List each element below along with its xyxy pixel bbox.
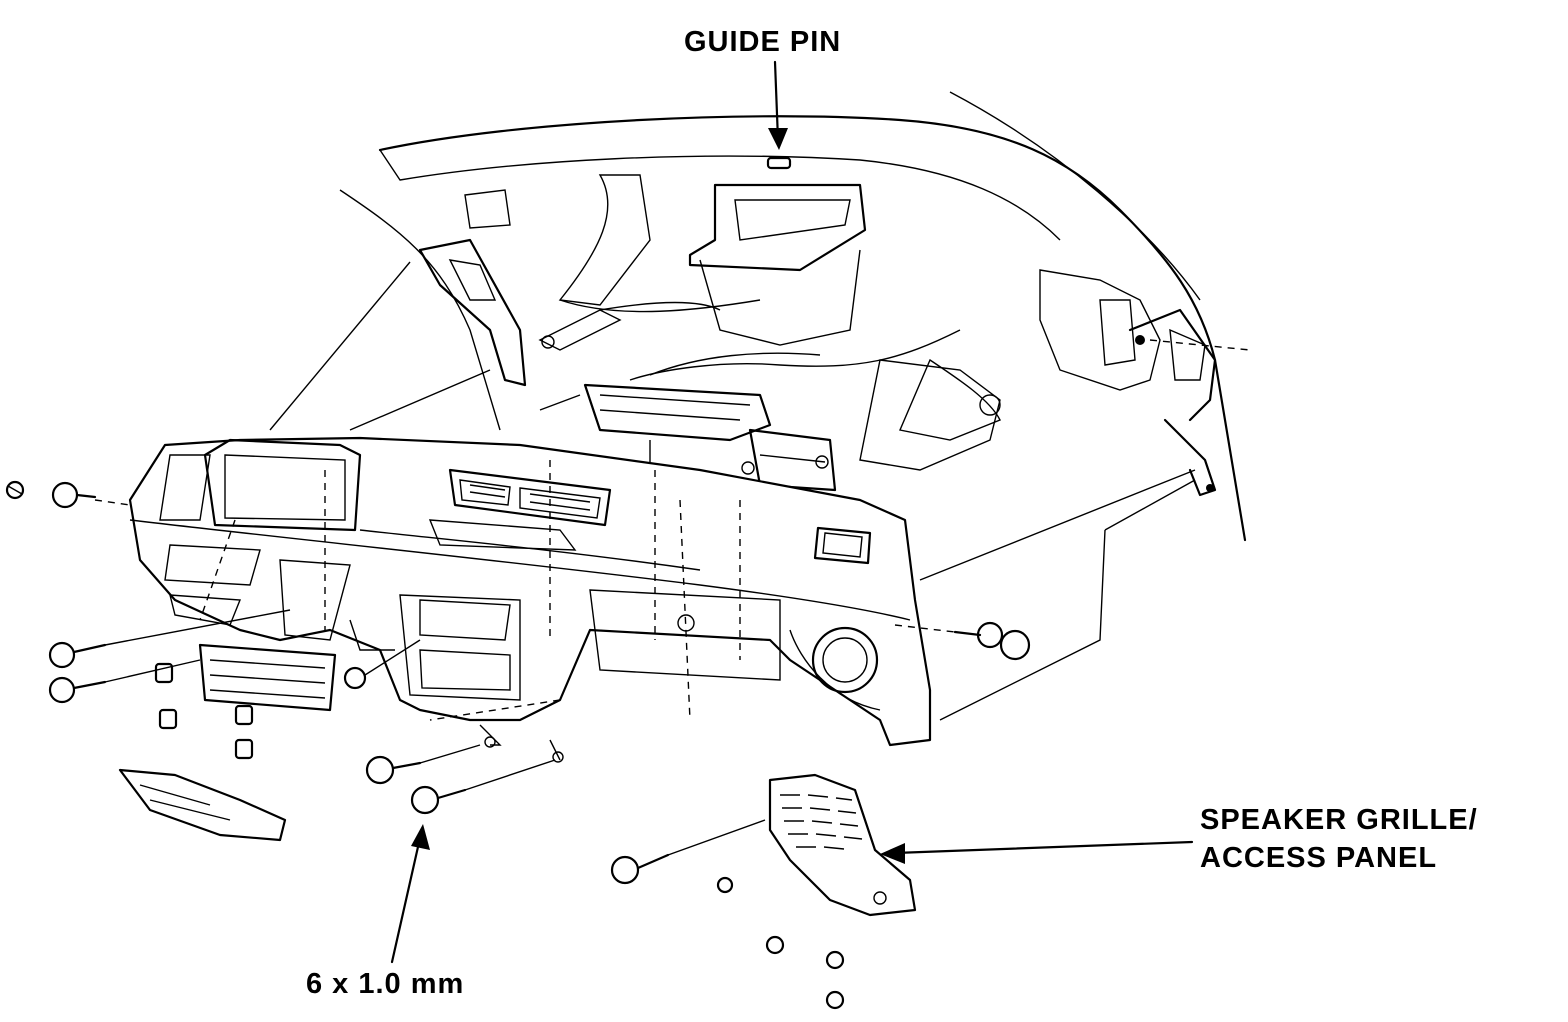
mounting-bolts [5, 480, 1031, 1010]
heater-control-unit [538, 301, 961, 492]
bolt-size-label: 6 x 1.0 mm [306, 968, 465, 1000]
dashboard-panel [128, 436, 932, 763]
speaker-grille-arrow [880, 840, 1194, 864]
guide-pin-label: GUIDE PIN [684, 26, 842, 58]
speaker-grille-label-line1: SPEAKER GRILLE/ [1200, 804, 1478, 836]
speaker-grille-panel [768, 773, 917, 917]
trim-pieces [118, 643, 337, 842]
guide-pin-arrow [766, 60, 792, 170]
speaker-grille-label-line2: ACCESS PANEL [1200, 842, 1438, 874]
assembly-guide-lines [269, 261, 1196, 721]
bolt-size-arrow [390, 824, 430, 964]
